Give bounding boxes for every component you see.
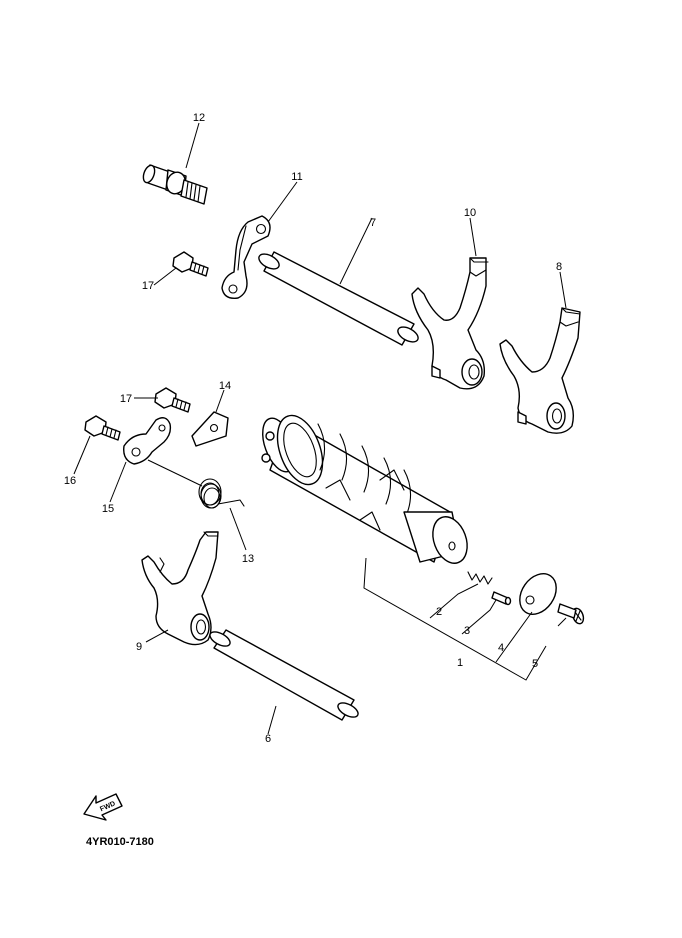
leader-lines xyxy=(73,122,567,735)
part-13-spring xyxy=(198,478,245,509)
part-6-shaft xyxy=(209,629,359,721)
callout-11: 11 xyxy=(291,171,302,183)
callout-labels: 12 11 7 10 8 17 14 17 16 15 13 9 2 3 4 1… xyxy=(64,112,562,745)
callout-8: 8 xyxy=(556,261,562,273)
part-4-plate xyxy=(519,573,557,615)
part-7-shaft xyxy=(258,251,419,346)
callout-16: 16 xyxy=(64,475,76,487)
callout-10: 10 xyxy=(464,207,476,219)
part-10-fork xyxy=(411,257,489,390)
part-9-fork xyxy=(141,531,219,646)
fwd-arrow-icon: FWD xyxy=(83,793,123,821)
callout-17-upper: 17 xyxy=(142,280,154,292)
part-5-screw xyxy=(557,603,585,625)
part-8-fork xyxy=(499,307,581,434)
callout-6: 6 xyxy=(265,733,271,745)
callout-15: 15 xyxy=(102,503,114,515)
part-17-bolt-upper xyxy=(172,251,209,277)
part-3-pin xyxy=(491,591,512,606)
callout-7: 7 xyxy=(370,217,376,229)
callout-14: 14 xyxy=(219,380,231,392)
callout-9: 9 xyxy=(136,641,142,653)
callout-2: 2 xyxy=(436,606,442,618)
callout-12: 12 xyxy=(193,112,205,124)
callout-3: 3 xyxy=(464,625,470,637)
callout-17-middle: 17 xyxy=(120,393,132,405)
part-17-bolt-middle xyxy=(154,387,191,413)
part-code: 4YR010-7180 xyxy=(86,836,154,848)
part-12-pin xyxy=(142,164,208,205)
callout-1: 1 xyxy=(457,657,463,669)
callout-4: 4 xyxy=(498,642,504,654)
callout-13: 13 xyxy=(242,553,254,565)
callout-5: 5 xyxy=(532,658,538,670)
part-14-plate xyxy=(191,411,229,447)
part-1-shift-drum xyxy=(261,414,468,564)
part-16-bolt xyxy=(84,415,121,441)
part-11-plate xyxy=(221,215,271,299)
part-2-spring xyxy=(467,571,493,585)
part-15-lever xyxy=(123,417,172,465)
